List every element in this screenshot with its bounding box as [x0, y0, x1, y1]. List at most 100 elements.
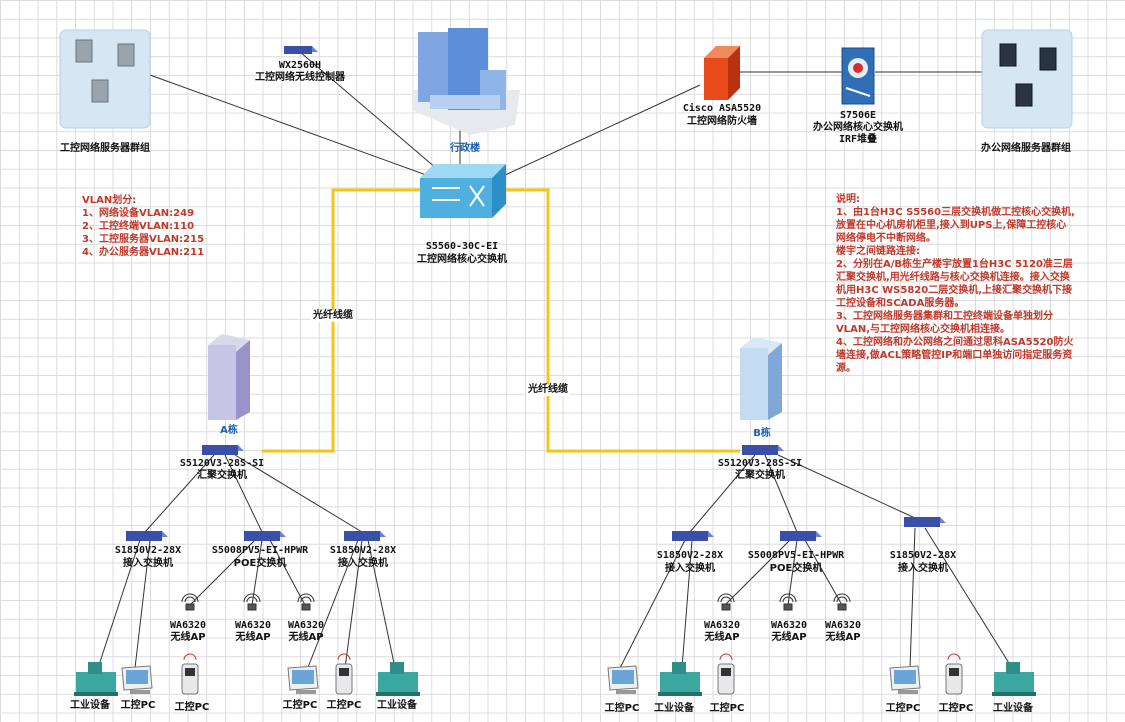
firewall-icon [704, 46, 740, 100]
poe-switch-a-icon [244, 531, 286, 541]
label-fiber-a: 光纤线缆 [311, 310, 355, 322]
link-fw-core [489, 84, 701, 183]
ap-icon [717, 593, 735, 611]
access-switch-b1-icon [672, 531, 714, 541]
link-b-acc1-equip [681, 539, 693, 669]
label-fw: Cisco ASA5520 [682, 103, 762, 114]
link-srv-ind-core [149, 74, 441, 181]
label-acc-b2-desc: 接入交换机 [898, 563, 948, 574]
link-b-poe-ap1 [724, 539, 791, 606]
label-admin: 行政楼 [450, 143, 480, 154]
notes-block: 说明: 1、由1台H3C S5560三层交换机做工控核心交换机,放置在中心机房机… [836, 193, 1076, 375]
label-agg-a-desc: 汇聚交换机 [197, 470, 247, 481]
label-ap: WA6320 [287, 620, 325, 631]
core-switch-icon [420, 164, 506, 218]
core-switch-s7506-icon [841, 47, 875, 105]
link-b-poe-ap3 [804, 539, 843, 606]
label-s7506-desc: 办公网络核心交换机 [813, 122, 903, 133]
label-ap-desc: 无线AP [288, 632, 324, 643]
notes-line: 楼宇之间链路连接: [836, 246, 920, 257]
label-srv-off: 办公网络服务器群组 [981, 143, 1071, 154]
industrial-equipment-icon [658, 662, 702, 696]
link-a-agg-poe [224, 454, 263, 533]
link-wx-core [299, 51, 451, 181]
label-ap-desc: 无线AP [704, 632, 740, 643]
vlan-item: 2、工控终端VLAN:110 [82, 221, 195, 232]
label-poe-a: S5008PV5-EI-HPWR [211, 545, 309, 556]
link-a-acc2-pc1 [302, 539, 359, 681]
link-a-acc1-pc [134, 539, 151, 669]
agg-switch-b-icon [742, 445, 784, 455]
building-a-icon [208, 334, 250, 420]
label-wx-desc: 工控网络无线控制器 [255, 72, 345, 83]
terminal-pc-icon [287, 665, 319, 694]
label-acc-b2: S1850V2-28X [889, 550, 957, 561]
label-core: S5560-30C-EI [425, 241, 499, 252]
ap-icon [243, 593, 261, 611]
ap-icon [297, 593, 315, 611]
label-acc-a2: S1850V2-28X [329, 545, 397, 556]
server-group-icon [59, 29, 151, 129]
access-switch-a2-icon [344, 531, 386, 541]
wireless-controller-icon [284, 46, 318, 54]
link-b-acc1-pc [619, 539, 686, 669]
label-pc: 工控PC [282, 700, 318, 711]
label-ap: WA6320 [824, 620, 862, 631]
admin-building-icon [412, 28, 520, 135]
label-s7506: S7506E [839, 110, 877, 121]
vlan-item: 1、网络设备VLAN:249 [82, 208, 195, 219]
notes-line: 3、工控网络服务器集群和工控终端设备单独划分VLAN,与工控网络核心交换机相连接… [836, 311, 1053, 335]
vlan-item: 4、办公服务器VLAN:211 [82, 247, 205, 258]
agg-switch-a-icon [202, 445, 244, 455]
terminal-pc-icon [889, 665, 921, 694]
poe-switch-b-icon [780, 531, 822, 541]
vlan-block: VLAN划分: 1、网络设备VLAN:249 2、工控终端VLAN:110 3、… [82, 194, 262, 259]
label-agg-a: S5120V3-28S-SI [179, 458, 265, 469]
notes-line: 2、分别在A/B栋生产楼宇放置1台H3C 5120准三层汇聚交换机,用光纤线路与… [836, 259, 1073, 309]
label-ap-desc: 无线AP [235, 632, 271, 643]
link-a-acc1-equip [97, 539, 141, 669]
link-b-agg-acc1 [689, 454, 756, 533]
notes-title: 说明: [836, 194, 860, 205]
label-acc-b1: S1850V2-28X [656, 550, 724, 561]
label-equip: 工业设备 [654, 703, 694, 714]
kiosk-pc-icon [717, 653, 735, 695]
label-srv-ind: 工控网络服务器群组 [60, 143, 150, 154]
label-ap: WA6320 [234, 620, 272, 631]
kiosk-pc-icon [181, 653, 199, 695]
industrial-equipment-icon [376, 662, 420, 696]
access-switch-b2-icon [904, 517, 946, 527]
label-bldA: A栋 [220, 425, 238, 436]
label-wx: WX2560H [278, 60, 322, 71]
link-b-acc3-equip [924, 527, 1013, 669]
notes-line: 1、由1台H3C S5560三层交换机做工控核心交换机,放置在中心机房机柜里,接… [836, 207, 1075, 244]
ap-icon [181, 593, 199, 611]
link-b-acc3-pc [909, 527, 916, 669]
link-a-agg-acc2 [234, 454, 363, 533]
link-a-poe-ap3 [269, 539, 306, 606]
office-server-group-icon [981, 29, 1073, 129]
label-pc: 工控PC [120, 700, 156, 711]
label-pc: 工控PC [709, 703, 745, 714]
terminal-pc-icon [607, 665, 639, 694]
label-fw-desc: 工控网络防火墙 [687, 116, 757, 127]
label-poe-b-desc: POE交换机 [769, 563, 823, 574]
link-a-acc2-equip [367, 539, 396, 669]
vlan-item: 3、工控服务器VLAN:215 [82, 234, 205, 245]
label-ap-desc: 无线AP [170, 632, 206, 643]
ap-icon [833, 593, 851, 611]
label-s7506-irf: IRF堆叠 [838, 134, 878, 145]
label-equip: 工业设备 [993, 703, 1033, 714]
ap-icon [779, 593, 797, 611]
fiber-core-b [505, 188, 740, 453]
label-fiber-b: 光纤线缆 [526, 384, 570, 396]
link-b-agg-acc3 [777, 454, 916, 519]
label-acc-a1-desc: 接入交换机 [123, 558, 173, 569]
industrial-equipment-icon [74, 662, 118, 696]
kiosk-pc-icon [335, 653, 353, 695]
label-pc: 工控PC [604, 703, 640, 714]
terminal-pc-icon [121, 665, 153, 694]
vlan-title: VLAN划分: [82, 195, 137, 206]
